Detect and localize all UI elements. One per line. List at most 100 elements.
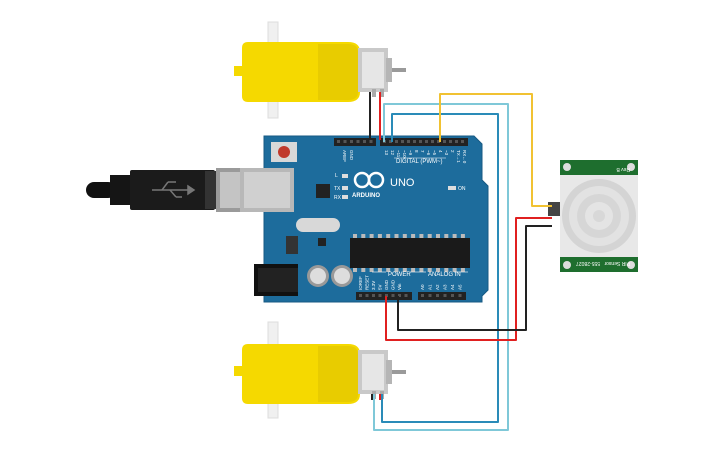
pir-label-bottom: Rev B <box>616 166 630 172</box>
ic-pin <box>369 268 374 272</box>
header-hole[interactable] <box>337 140 340 143</box>
ic-pin <box>369 234 374 238</box>
power-pin-label: GND <box>384 279 389 290</box>
ic-pin <box>386 268 391 272</box>
ic-pin <box>402 268 407 272</box>
label-l: L <box>335 173 338 179</box>
pir-connector <box>548 202 560 216</box>
power-pin-label: 3.3V <box>371 281 376 290</box>
digital-pin-label: GND <box>349 150 354 161</box>
wire-red-5v <box>385 217 552 341</box>
header-hole[interactable] <box>436 294 439 297</box>
ic-pin <box>444 234 449 238</box>
header-hole[interactable] <box>359 294 362 297</box>
usb-icon <box>152 181 196 198</box>
header-hole[interactable] <box>363 140 366 143</box>
analog-pin-label: A5 <box>458 284 463 290</box>
digital-pin-label: 8 <box>414 150 419 153</box>
header-hole[interactable] <box>395 140 398 143</box>
ic-pin <box>427 234 432 238</box>
header-hole[interactable] <box>449 140 452 143</box>
ic-pin <box>411 268 416 272</box>
arduino-uno-board: ARDUINO UNO L TX RX ON DIGITAL (PWM~) AR… <box>240 135 489 303</box>
header-hole[interactable] <box>451 294 454 297</box>
wire-blue <box>381 113 499 423</box>
header-hole[interactable] <box>443 294 447 297</box>
led-on <box>448 186 456 190</box>
header-hole[interactable] <box>350 140 353 143</box>
digital-pin-label: TX→1 <box>456 150 461 163</box>
dc-motor-bottom <box>234 321 406 419</box>
header-hole[interactable] <box>419 140 422 143</box>
header-hole[interactable] <box>389 140 392 143</box>
digital-pin-label: ~9 <box>408 150 413 156</box>
wire-yellow <box>439 93 552 207</box>
header-hole[interactable] <box>413 140 416 143</box>
digital-pin-label: 13 <box>384 150 389 156</box>
crystal <box>296 218 340 232</box>
power-pin-label: 5V <box>378 284 383 290</box>
wire-cyan <box>373 103 509 431</box>
header-hole[interactable] <box>461 140 464 143</box>
label-tx: TX <box>334 186 341 192</box>
ic-pin <box>361 268 366 272</box>
header-hole[interactable] <box>372 294 375 297</box>
ic-pin <box>394 234 399 238</box>
digital-pin-label: RX←0 <box>462 150 467 164</box>
header-hole[interactable] <box>455 140 458 143</box>
label-rx: RX <box>334 195 342 201</box>
digital-pin-label: ~5 <box>432 150 437 156</box>
analog-pin-label: A3 <box>443 284 448 290</box>
header-hole[interactable] <box>437 140 440 143</box>
digital-pin-label: 12 <box>390 150 395 156</box>
digital-pin-label: 2 <box>450 150 455 153</box>
small-chip <box>316 184 330 198</box>
board-name: UNO <box>390 177 415 189</box>
ic-pin <box>402 234 407 238</box>
digital-pin-label: ~10 <box>402 150 407 158</box>
header-hole[interactable] <box>343 140 347 143</box>
ic-pin <box>361 234 366 238</box>
header-hole[interactable] <box>443 140 446 143</box>
pir-label-top: PIR Sensor <box>604 260 630 266</box>
analog-pin-label: A1 <box>428 284 433 290</box>
power-pin-label: IOREF <box>358 276 363 290</box>
header-hole[interactable] <box>425 140 428 143</box>
header-hole[interactable] <box>365 294 369 297</box>
header-hole[interactable] <box>391 294 395 297</box>
header-hole[interactable] <box>404 294 408 297</box>
pir-sensor: PIR Sensor 555-28027 Rev B <box>548 160 638 272</box>
digital-pin-label: ~11 <box>396 150 401 158</box>
led-rx <box>342 195 348 199</box>
ic-pin <box>436 234 440 238</box>
dc-motor-top <box>234 21 406 119</box>
led-l <box>342 174 348 178</box>
power-label: POWER <box>388 272 411 278</box>
header-hole[interactable] <box>378 294 382 297</box>
digital-pin-label: ~3 <box>444 150 449 156</box>
header-hole[interactable] <box>398 294 401 297</box>
header-hole[interactable] <box>458 294 462 297</box>
ic-pin <box>411 234 416 238</box>
digital-header <box>334 138 468 146</box>
ic-pin <box>419 268 424 272</box>
analog-pin-label: A2 <box>435 284 440 290</box>
regulator <box>286 236 298 254</box>
digital-label: DIGITAL (PWM~) <box>396 159 443 165</box>
header-hole[interactable] <box>407 140 410 143</box>
header-hole[interactable] <box>421 294 424 297</box>
board-brand: ARDUINO <box>352 193 380 199</box>
label-on: ON <box>458 186 466 192</box>
wire-black-gnd <box>397 225 552 331</box>
header-hole[interactable] <box>385 294 388 297</box>
header-hole[interactable] <box>369 140 373 143</box>
ic-pin <box>386 234 391 238</box>
power-pin-label: GND <box>391 279 396 290</box>
header-hole[interactable] <box>428 294 432 297</box>
pir-part-no: 555-28027 <box>576 260 600 266</box>
header-hole[interactable] <box>401 140 404 143</box>
led-tx <box>342 186 348 190</box>
header-hole[interactable] <box>431 140 434 143</box>
header-hole[interactable] <box>356 140 360 143</box>
digital-pin-label: ~6 <box>426 150 431 156</box>
